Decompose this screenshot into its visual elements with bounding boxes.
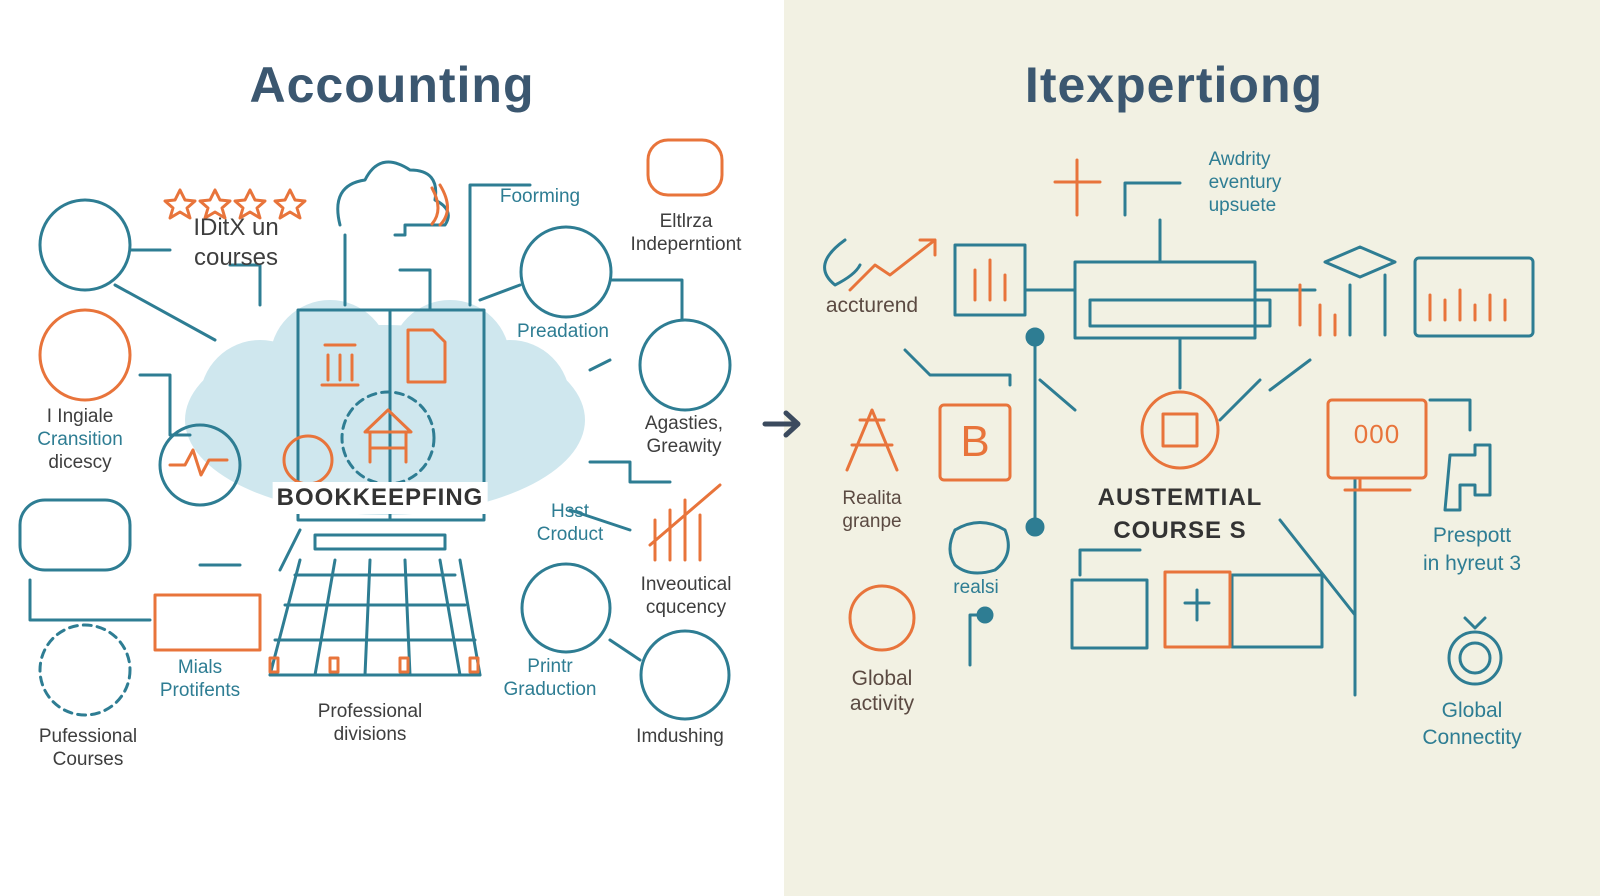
accounting-title: Accounting — [249, 57, 535, 113]
agasties-label: Agasties,Greawity — [644, 413, 724, 457]
foorming-label: Foorming — [499, 186, 581, 207]
growth-chart-icon — [648, 483, 722, 562]
arrow-right-icon — [762, 410, 801, 438]
trend-up-arrow-icon — [848, 238, 937, 292]
cloud-sync-circle-icon — [38, 308, 132, 402]
computer-monitor-icon — [1326, 398, 1428, 480]
leaf-circle-icon — [38, 198, 132, 292]
coin-stack-circle-icon — [38, 623, 132, 717]
b-badge-icon — [938, 403, 1012, 482]
it-expertise-title: Itexpertiong — [1024, 57, 1324, 113]
monitor-digits: 000 — [1353, 419, 1401, 449]
b-badge-letter: B — [960, 417, 990, 466]
bank-icon — [320, 343, 360, 387]
person-avatar-circle-icon — [638, 318, 732, 412]
analytics-monitor-icon — [1413, 256, 1535, 338]
heartbeat-line — [168, 448, 229, 477]
imdushing-label: Imdushing — [636, 726, 724, 747]
realsi-label: realsi — [953, 577, 999, 598]
plant-person-circle-icon — [519, 225, 613, 319]
bar-chart-icon — [953, 243, 1027, 317]
gear-badge-icon — [1447, 630, 1503, 686]
tower-icon — [845, 408, 899, 472]
trend-loop-icon — [823, 238, 862, 287]
drum-icon — [646, 138, 724, 197]
sparkle-icon — [1053, 158, 1102, 217]
preadation-label: Preadation — [517, 321, 609, 342]
accturend-label: accturend — [825, 294, 919, 317]
cloud-shape — [185, 300, 585, 515]
global-activity-icon — [848, 584, 916, 652]
report-icon — [1163, 570, 1232, 649]
book-icon — [153, 593, 262, 652]
chat-bubble-icon — [948, 521, 1010, 575]
id-card-icon — [1070, 578, 1149, 650]
it-expertise-panel — [784, 0, 1600, 896]
gamepad-icon — [18, 498, 132, 572]
document-icon — [406, 328, 447, 384]
central-helmet-icon — [1140, 390, 1220, 470]
globe-circle-icon — [520, 562, 612, 654]
graduation-chart-icon — [1323, 245, 1397, 337]
platform-grid-icon — [268, 533, 482, 677]
pavilion-icon — [363, 408, 413, 464]
puzzle-icon — [1443, 443, 1492, 512]
person-circle-icon — [639, 629, 731, 721]
pulse-circle-icon — [158, 423, 242, 507]
star-rating-icon — [163, 188, 307, 220]
notes-icon — [1230, 573, 1324, 649]
bookkeeping-label: BOOKKEEPFING — [272, 482, 488, 514]
